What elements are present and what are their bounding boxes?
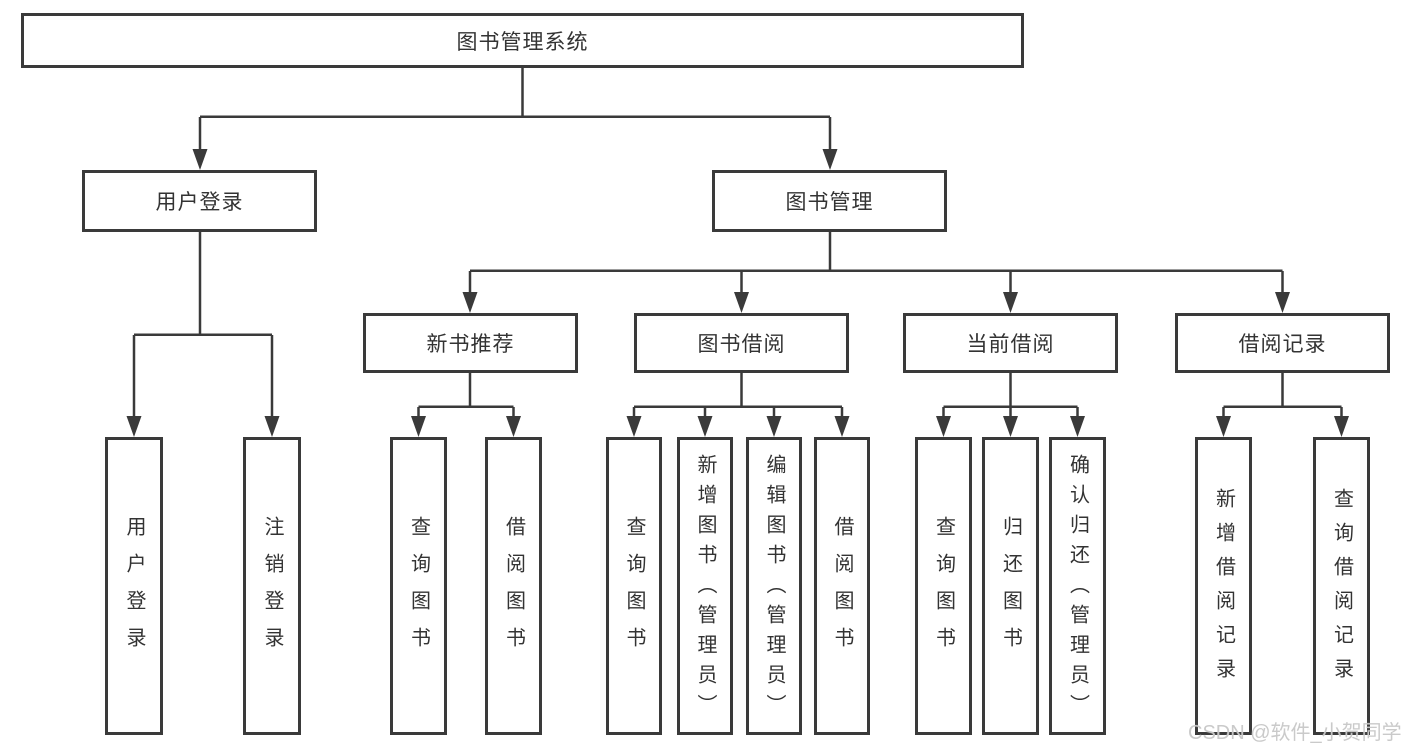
node-library-system: 图书管理系统 (21, 13, 1024, 68)
leaf-query-borrow-record: 查询借阅记录 (1313, 437, 1370, 735)
leaf-edit-books-admin: 编辑图书（管理员） (746, 437, 802, 735)
node-book-borrow: 图书借阅 (634, 313, 849, 373)
leaf-logout: 注销登录 (243, 437, 301, 735)
node-user-login-branch: 用户登录 (82, 170, 317, 232)
node-book-management-branch: 图书管理 (712, 170, 947, 232)
leaf-query-books-3: 查询图书 (915, 437, 972, 735)
leaf-add-borrow-record: 新增借阅记录 (1195, 437, 1252, 735)
leaf-return-books: 归还图书 (982, 437, 1039, 735)
node-borrow-records: 借阅记录 (1175, 313, 1390, 373)
leaf-user-login: 用户登录 (105, 437, 163, 735)
arrowheads (126, 149, 1349, 437)
leaf-borrow-books-1: 借阅图书 (485, 437, 542, 735)
leaf-query-books-1: 查询图书 (390, 437, 447, 735)
node-new-book-recommend: 新书推荐 (363, 313, 578, 373)
leaf-confirm-return-admin: 确认归还（管理员） (1049, 437, 1106, 735)
node-current-borrow: 当前借阅 (903, 313, 1118, 373)
leaf-query-books-2: 查询图书 (606, 437, 662, 735)
leaf-add-books-admin: 新增图书（管理员） (677, 437, 733, 735)
csdn-watermark: CSDN @软件_小贺同学 (1188, 722, 1402, 744)
leaf-borrow-books-2: 借阅图书 (814, 437, 870, 735)
